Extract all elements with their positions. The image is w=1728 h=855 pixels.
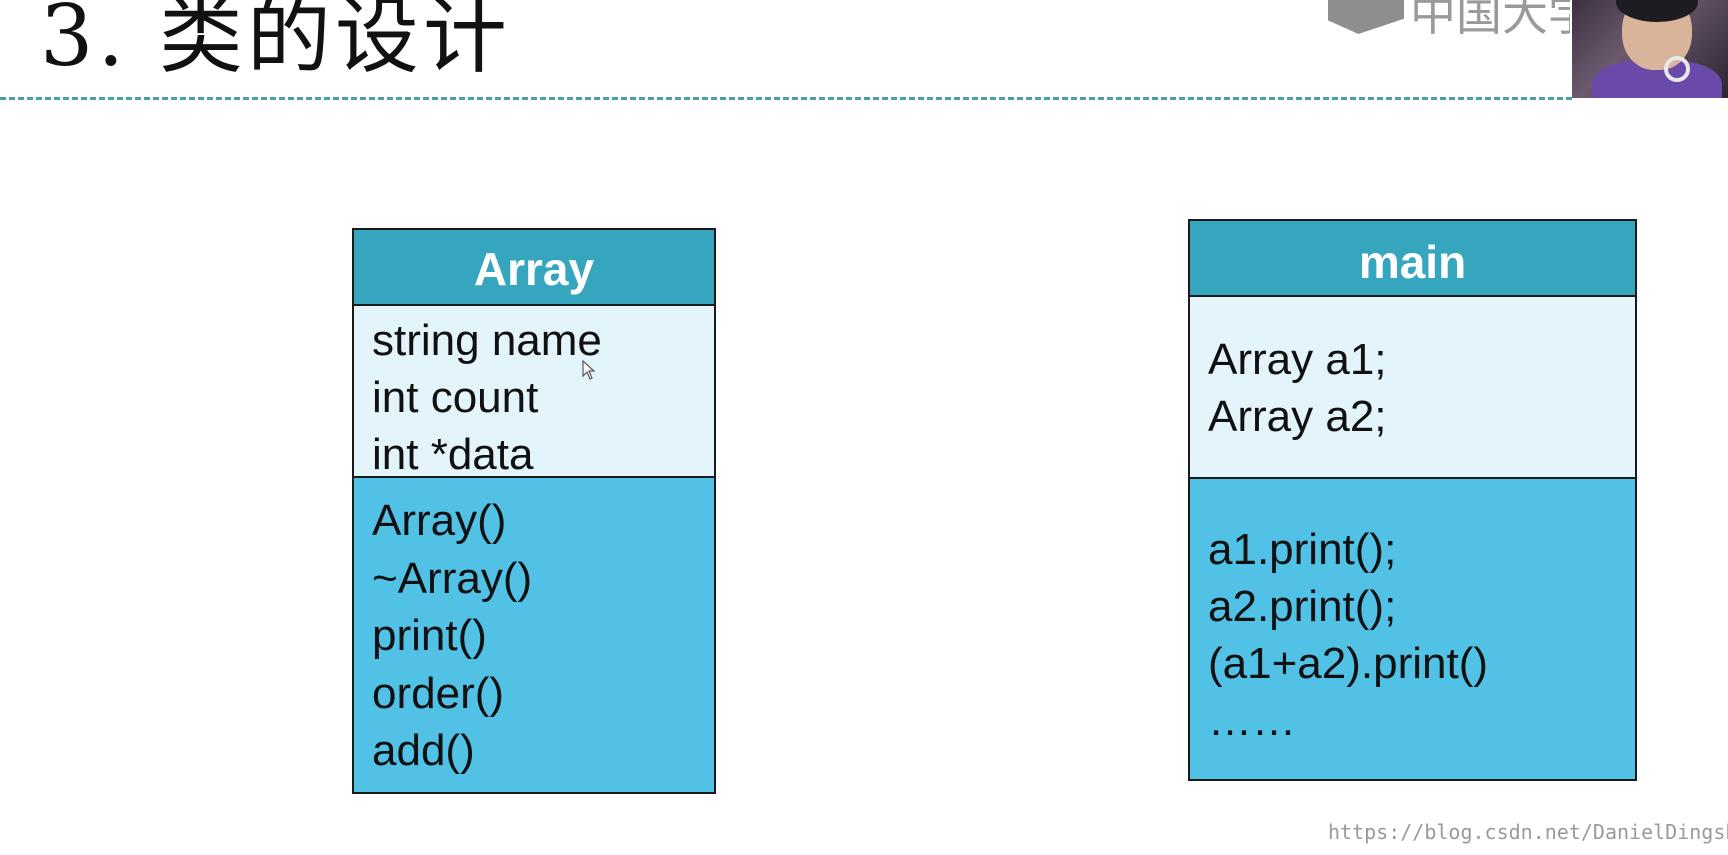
title-divider [0,97,1572,100]
array-class-name: Array [354,230,714,306]
slide-title: 3. 类的设计 [40,0,511,85]
main-function-box: main Array a1; Array a2; a1.print(); a2.… [1188,219,1637,781]
presenter-hair [1616,0,1698,22]
array-method: ~Array() [372,553,533,603]
array-attribute: int count [372,373,539,422]
watermark-url: https://blog.csdn.net/DanielDingshengli [1328,820,1728,844]
main-declarations: Array a1; Array a2; [1190,297,1635,479]
array-method: Array() [372,496,507,545]
main-function-name: main [1190,221,1635,297]
headphone-icon [1664,56,1690,82]
mooc-logo-icon [1328,0,1404,34]
main-statement: a1.print(); [1208,525,1397,574]
array-method: order() [372,668,505,718]
main-statement: a2.print(); [1208,582,1397,631]
array-method: print() [372,611,487,660]
array-attributes: string name int count int *data [354,306,714,479]
main-statement: (a1+a2).print() [1208,639,1489,688]
array-attribute: string name [372,316,602,365]
presenter-webcam [1572,0,1728,98]
main-statement: …… [1208,696,1296,745]
array-methods: Array() ~Array() print() order() add() [354,478,714,792]
mouse-pointer-icon [582,360,596,380]
main-statements: a1.print(); a2.print(); (a1+a2).print() … [1190,479,1635,779]
main-declaration: Array a1; [1208,335,1387,384]
main-declaration: Array a2; [1208,392,1387,441]
logo-text: 中国大学MOOC [1410,0,1570,40]
array-method: add() [372,726,475,775]
array-class-box: Array string name int count int *data Ar… [352,228,716,794]
array-attribute: int *data [372,430,534,479]
